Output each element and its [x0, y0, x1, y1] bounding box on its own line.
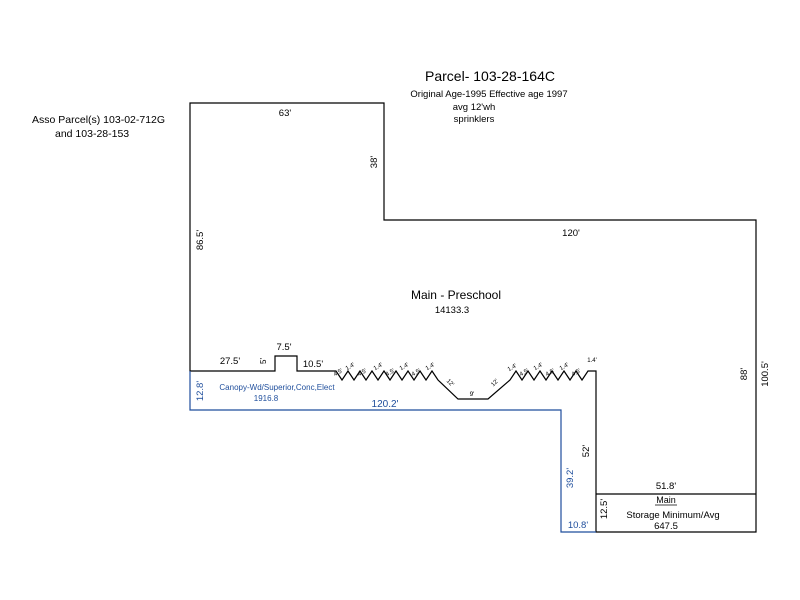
- dim-zigzag-left-6: 1.4': [399, 362, 410, 372]
- dim-canopy-drop: 39.2': [565, 468, 576, 488]
- canopy-value: 1916.8: [254, 394, 279, 403]
- dim-canopy-depth: 12.8': [195, 381, 206, 401]
- dim-notch-width: 7.5': [276, 342, 291, 353]
- dim-step-down: 38': [369, 156, 380, 169]
- main-area-label: Main - Preschool: [411, 288, 501, 302]
- storage-name: Main: [656, 495, 676, 505]
- dim-zigzag-left-4: 1.4': [373, 362, 384, 372]
- main-area-value: 14133.3: [435, 305, 469, 316]
- dim-zigzag-left-8: 1.4': [425, 362, 436, 372]
- canopy-outline: [189, 371, 596, 533]
- canopy-label: Canopy-Wd/Superior,Conc,Elect: [219, 383, 335, 392]
- dim-canopy-bottom: 10.8': [568, 520, 588, 531]
- parcel-title: Parcel- 103-28-164C: [425, 68, 555, 84]
- sprinkler-note: sprinklers: [454, 114, 495, 125]
- dim-zigzag-right-6: 4.5': [571, 368, 582, 378]
- dim-zigzag-right-2: 4.5': [519, 368, 530, 378]
- dim-zigzag-right-diag: 12': [490, 378, 500, 388]
- dim-zigzag-right-4: 4.5': [545, 368, 556, 378]
- associated-parcel-line1: Asso Parcel(s) 103-02-712G: [32, 114, 165, 126]
- dim-zigzag-left-7: 4.5': [411, 368, 422, 378]
- dim-zigzag-left-5: 4.5': [385, 368, 396, 378]
- dim-right-outer: 100.5': [760, 361, 771, 387]
- dim-zigzag-bottom: 9': [470, 391, 475, 398]
- age-note: Original Age-1995 Effective age 1997: [410, 89, 567, 100]
- dim-zigzag-left-diag: 12': [445, 378, 455, 388]
- dim-top: 63': [279, 108, 292, 119]
- dim-left: 86.5': [195, 230, 206, 250]
- dim-after-notch: 10.5': [303, 359, 323, 370]
- dim-notch-depth: 5': [259, 358, 268, 364]
- dim-bottom-left: 27.5': [220, 356, 240, 367]
- dim-zigzag-left-3: 4.5': [357, 368, 368, 378]
- storage-value: 647.5: [654, 521, 678, 532]
- storage-label: Storage Minimum/Avg: [626, 510, 719, 521]
- dim-zigzag-right-5: 1.4': [559, 362, 570, 372]
- dim-canopy-length: 120.2': [372, 399, 399, 410]
- dim-storage-top: 51.8': [656, 481, 676, 492]
- main-building-outline: [189, 102, 757, 533]
- dim-zigzag-left-1: 4.5': [333, 368, 344, 378]
- dim-zigzag-right-end: 1.4': [587, 358, 597, 364]
- height-note: avg 12'wh: [453, 102, 495, 113]
- associated-parcel-line2: and 103-28-153: [55, 128, 129, 140]
- dim-storage-side: 12.5': [599, 499, 610, 519]
- dim-zigzag-left-2: 1.4': [345, 362, 356, 372]
- dim-right-inner: 88': [739, 368, 750, 381]
- dim-zigzag-right-3: 1.4': [533, 362, 544, 372]
- dim-main-drop: 52': [581, 445, 592, 458]
- dim-zigzag-right-1: 1.4': [507, 363, 518, 373]
- dim-mid-top: 120': [562, 228, 580, 239]
